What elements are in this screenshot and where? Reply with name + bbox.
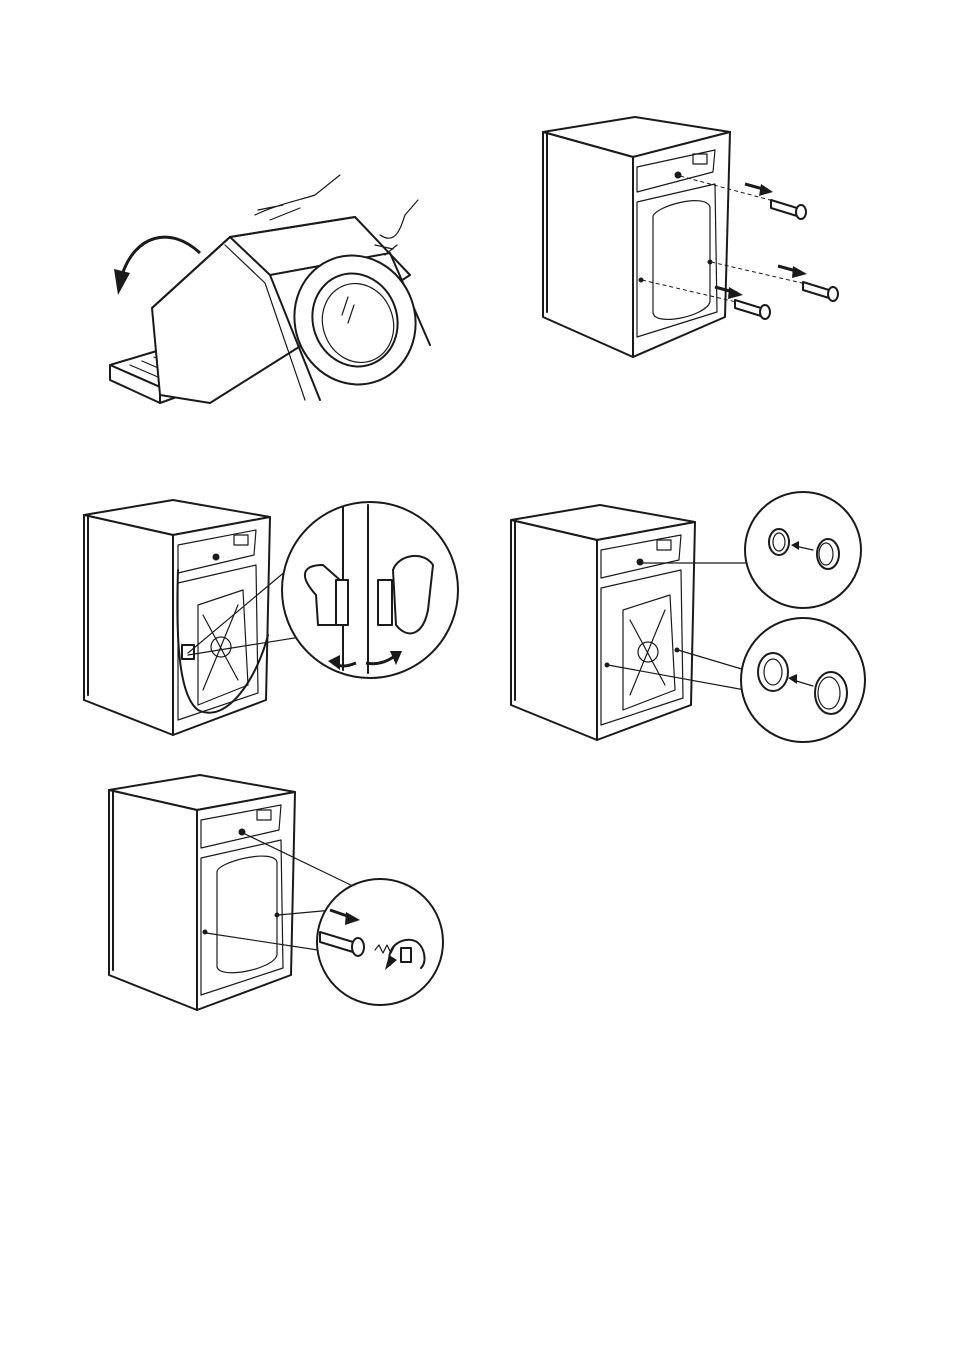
machine-back	[173, 517, 270, 735]
detail-magnifier-top	[745, 492, 861, 608]
refit-bolt-illustration	[105, 770, 450, 1020]
plastic-caps-illustration	[505, 490, 870, 745]
clip-left-detail	[336, 580, 348, 625]
machine-back	[197, 792, 295, 1010]
hose-clip-illustration	[78, 495, 463, 740]
detail-magnifier	[282, 502, 458, 678]
transit-bolt-1	[771, 200, 806, 219]
hand-right	[375, 200, 418, 255]
transit-bolt-3	[735, 300, 770, 319]
rotate-arrow	[122, 237, 200, 275]
hand-left	[255, 175, 340, 220]
figure-release-hose-clips	[78, 495, 463, 740]
figure-tilt-machine	[100, 165, 445, 410]
transit-bolt-2	[803, 282, 838, 301]
machine-side	[543, 132, 633, 357]
figure-refit-bolt	[105, 770, 450, 1020]
bolt-hole-top	[675, 172, 682, 179]
machine-side	[84, 515, 173, 735]
machine-back	[597, 522, 695, 740]
figure-remove-transit-bolts	[535, 112, 845, 362]
clip-right-detail	[378, 580, 392, 625]
rotate-arrow-head	[114, 269, 130, 295]
tilt-machine-illustration	[100, 165, 445, 410]
plastic-cap-bottom	[815, 672, 847, 714]
figure-insert-plastic-caps	[505, 490, 870, 745]
hose-clip	[182, 645, 194, 659]
machine-side	[511, 520, 597, 740]
nut	[401, 948, 411, 962]
machine-side	[109, 790, 197, 1010]
remove-bolts-illustration	[535, 112, 845, 362]
